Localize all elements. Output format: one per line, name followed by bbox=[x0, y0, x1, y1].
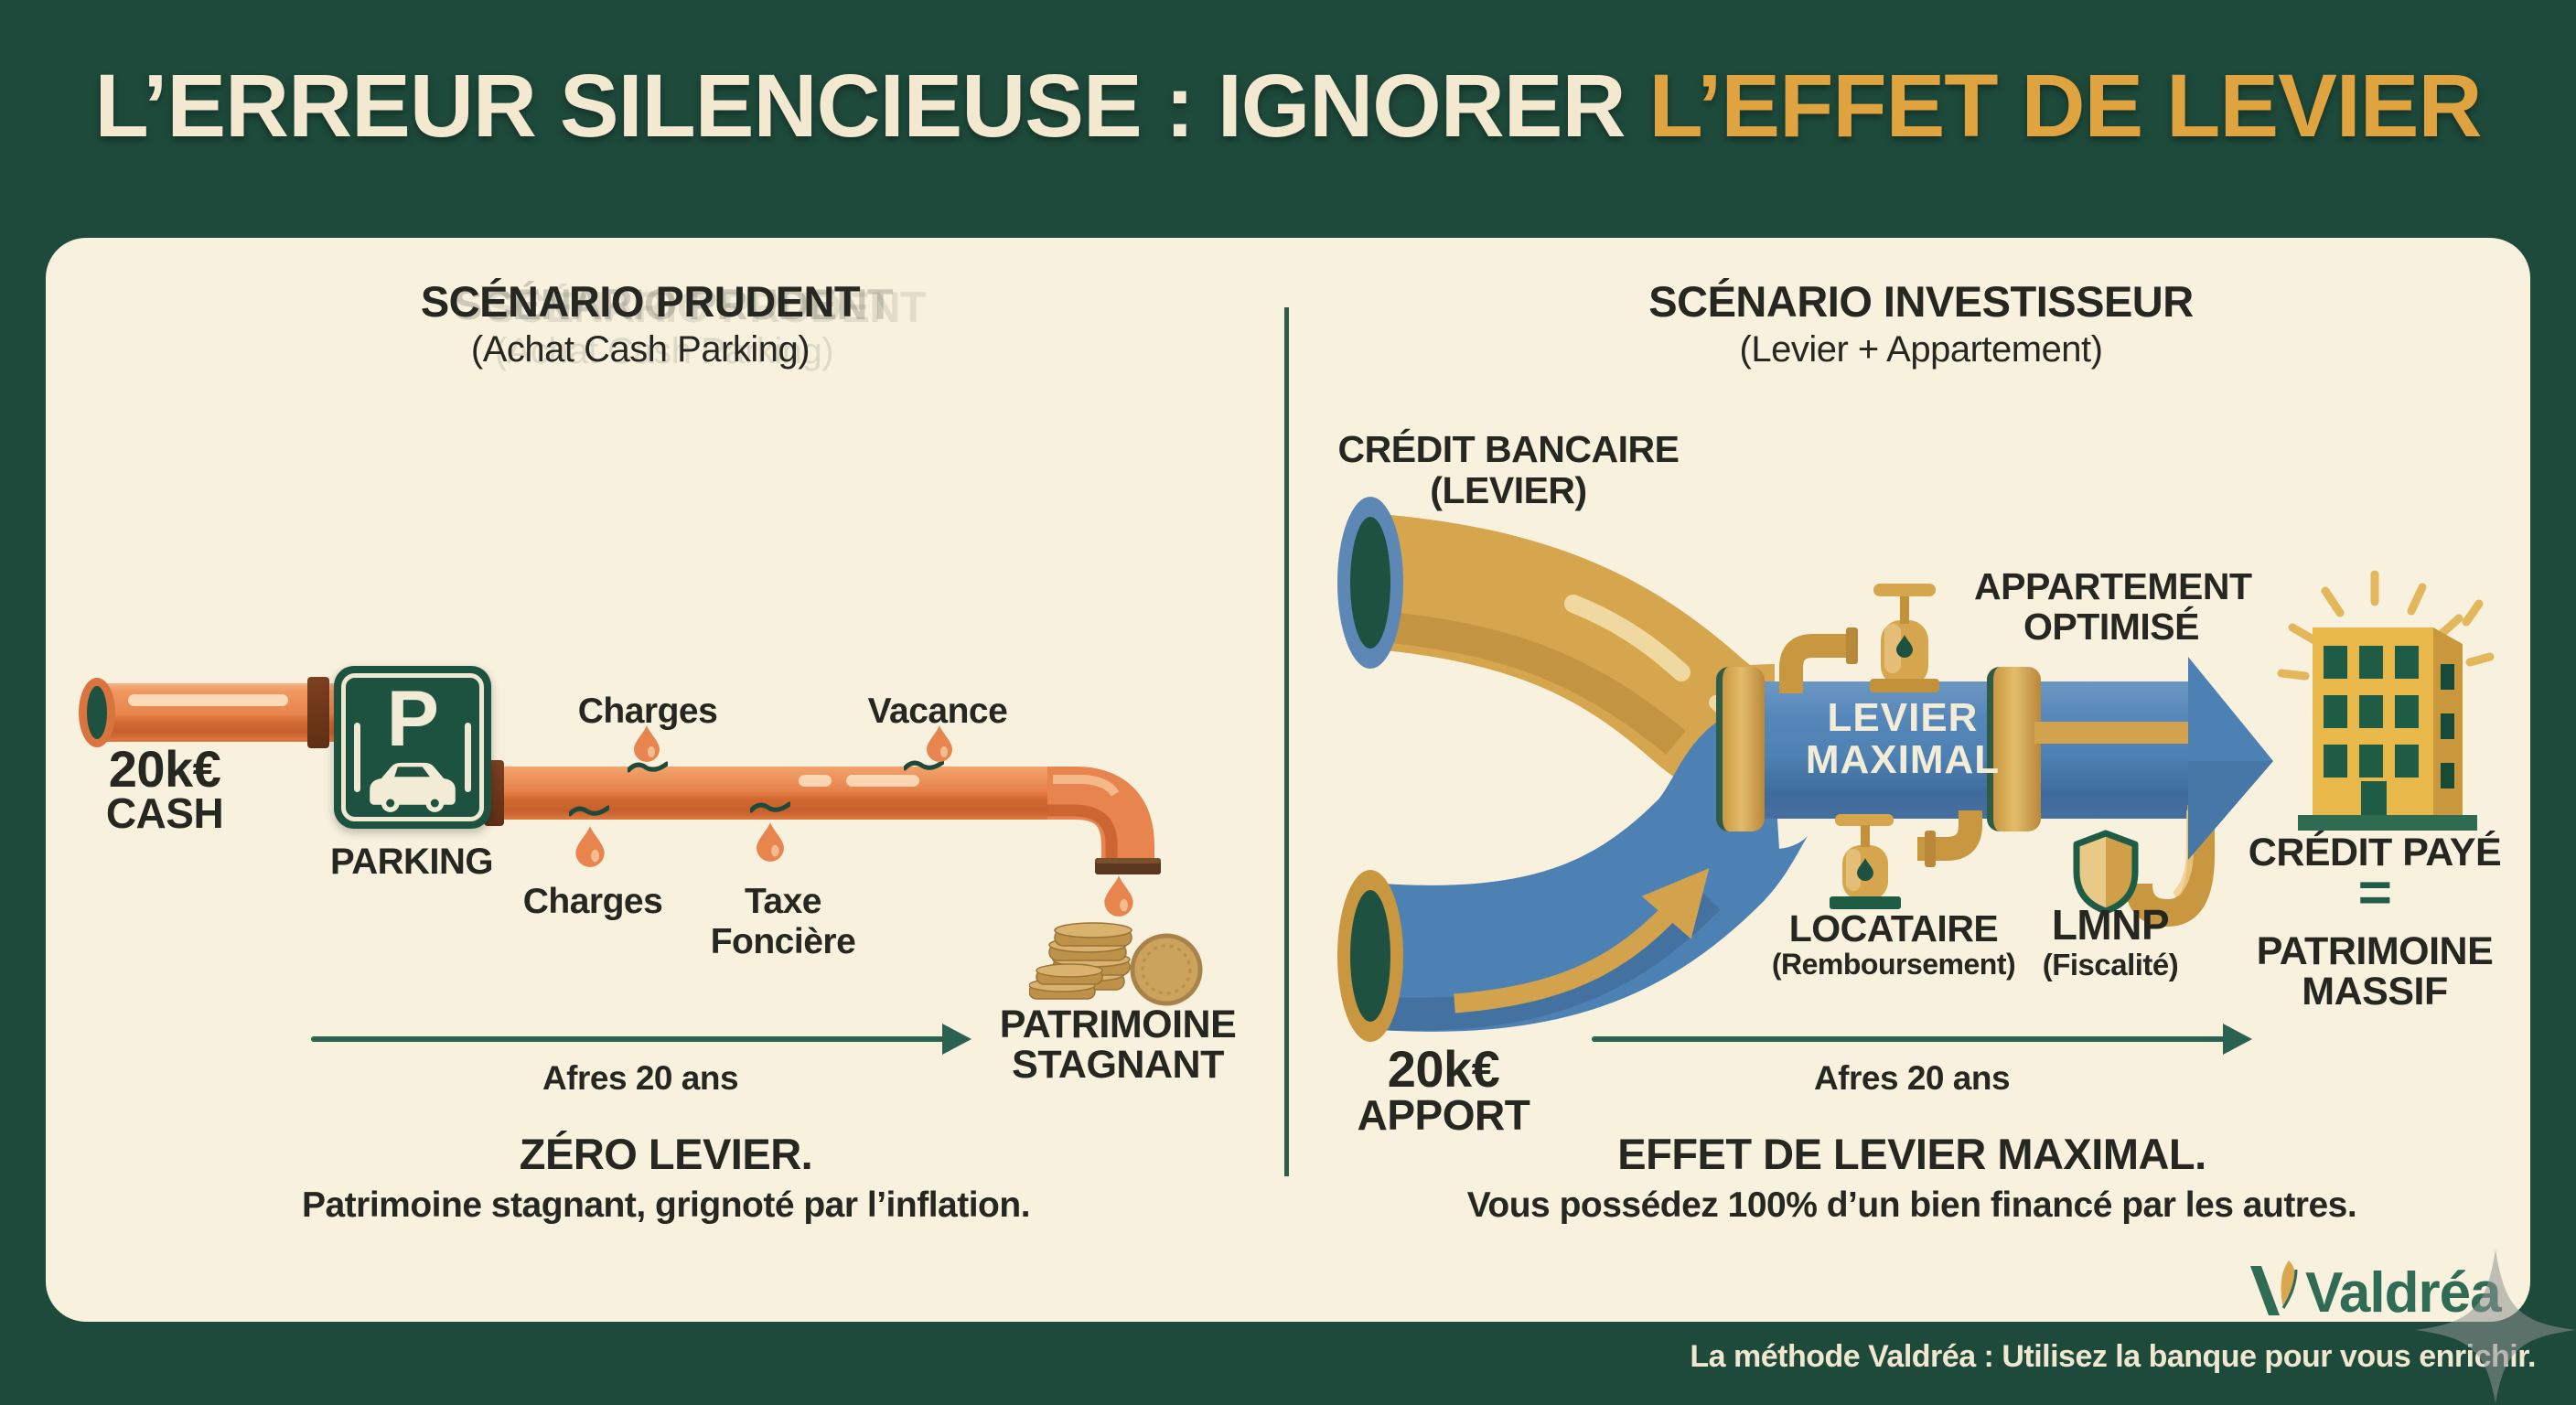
left-verdict-text: Patrimoine stagnant, grignoté par l’infl… bbox=[301, 1185, 1031, 1225]
credit-paye-label: CRÉDIT PAYÉ bbox=[2248, 831, 2502, 874]
credit-bancaire-label-line2: (LEVIER) bbox=[1430, 469, 1587, 511]
apartment-label-line2: OPTIMISÉ bbox=[2023, 606, 2199, 648]
page-title-highlight: L’EFFET DE LEVIER bbox=[1648, 56, 2483, 156]
leak-label-taxe-line2: Foncière bbox=[710, 922, 856, 961]
cash-pipe-thick bbox=[95, 683, 335, 742]
leak-drop-icon bbox=[634, 725, 660, 762]
left-verdict-title: ZÉRO LEVIER. bbox=[519, 1130, 813, 1178]
right-verdict-title: EFFET DE LEVIER MAXIMAL. bbox=[1617, 1130, 2206, 1178]
leak-pipe-elbow-icon bbox=[1047, 767, 1161, 874]
lmnp-sublabel: (Fiscalité) bbox=[2042, 948, 2179, 981]
valve-bottom-icon bbox=[1830, 810, 1982, 909]
leak-label-charges-bottom: Charges bbox=[522, 882, 663, 921]
footer-tagline: La méthode Valdréa : Utilisez la banque … bbox=[1690, 1339, 2536, 1374]
cash-pipe-highlight bbox=[128, 694, 288, 706]
parking-label: PARKING bbox=[330, 842, 493, 882]
left-result-line2: STAGNANT bbox=[1012, 1043, 1224, 1087]
valdrea-logo-icon bbox=[2250, 1260, 2298, 1315]
left-scenario-subheading: (Achat Cash Parking) bbox=[470, 329, 810, 370]
main-blue-pipe bbox=[1755, 681, 2190, 819]
right-scenario-heading: SCÉNARIO INVESTISSEUR bbox=[1648, 277, 2194, 326]
watermark-sparkle-icon bbox=[2415, 1249, 2576, 1403]
credit-bancaire-label-line1: CRÉDIT BANCAIRE bbox=[1337, 428, 1680, 470]
apartment-label-line1: APPARTEMENT bbox=[1974, 565, 2252, 607]
patrimoine-massif-line1: PATRIMOINE bbox=[2256, 929, 2494, 973]
apport-label: APPORT bbox=[1357, 1091, 1530, 1139]
left-scenario-heading: SCÉNARIO PRUDENT bbox=[420, 277, 861, 326]
spout-drop-icon bbox=[1104, 875, 1133, 917]
crack-icon bbox=[904, 759, 944, 771]
pipe-collar-junction bbox=[1716, 667, 1765, 831]
left-result-line1: PATRIMOINE bbox=[999, 1003, 1237, 1046]
parking-sign: P bbox=[334, 666, 491, 829]
right-verdict-text: Vous possédez 100% d’un bien financé par… bbox=[1466, 1185, 2357, 1225]
leak-label-taxe-line1: Taxe bbox=[745, 882, 822, 921]
crack-icon bbox=[750, 801, 790, 813]
cash-label: CASH bbox=[105, 789, 224, 837]
right-scenario-subheading: (Levier + Appartement) bbox=[1739, 329, 2104, 370]
leak-drop-icon bbox=[927, 725, 952, 762]
main-pipe-label-line2: MAXIMAL bbox=[1805, 737, 2001, 782]
parking-lane-mark bbox=[354, 723, 360, 792]
lmnp-label: LMNP bbox=[2051, 901, 2170, 949]
locataire-sublabel: (Remboursement) bbox=[1771, 948, 2016, 981]
right-timeline-arrowhead-icon bbox=[2223, 1024, 2252, 1055]
leak-label-charges-top: Charges bbox=[577, 692, 718, 731]
patrimoine-massif-line2: MASSIF bbox=[2302, 970, 2448, 1014]
apport-value: 20k€ bbox=[1387, 1040, 1500, 1098]
equals-sign: = bbox=[2357, 860, 2392, 924]
blue-arrowhead-icon bbox=[2188, 657, 2273, 860]
cash-pipe-collar bbox=[307, 677, 329, 748]
parking-sign-letter: P bbox=[386, 675, 439, 763]
left-timeline-arrow bbox=[311, 1036, 944, 1042]
parking-lane-mark bbox=[465, 723, 471, 792]
shield-icon bbox=[2073, 830, 2139, 915]
right-timeline-label: Afres 20 ans bbox=[1813, 1059, 2011, 1097]
left-timeline-arrowhead-icon bbox=[942, 1024, 971, 1055]
locataire-label: LOCATAIRE bbox=[1788, 907, 1999, 949]
page-title: L’ERREUR SILENCIEUSE : IGNORER L’EFFET D… bbox=[0, 59, 2576, 153]
panel-divider bbox=[1284, 307, 1289, 1176]
leak-pipe-shine-2 bbox=[846, 775, 919, 787]
coins-icon bbox=[1029, 922, 1203, 1006]
crack-icon bbox=[569, 805, 609, 817]
leak-drop-icon bbox=[757, 822, 784, 862]
main-pipe-label-line1: LEVIER bbox=[1827, 695, 1979, 740]
leak-drop-icon bbox=[575, 826, 605, 867]
gold-flow-arrow bbox=[2034, 722, 2201, 744]
pipe-collar-second bbox=[1987, 667, 2041, 831]
parking-sign-border bbox=[341, 673, 484, 821]
cash-value: 20k€ bbox=[108, 740, 221, 798]
page-title-normal: L’ERREUR SILENCIEUSE : IGNORER bbox=[94, 56, 1649, 156]
valve-top-icon bbox=[1779, 584, 1939, 693]
crack-icon bbox=[628, 761, 668, 773]
car-icon bbox=[370, 762, 456, 812]
right-timeline-arrow bbox=[1592, 1036, 2225, 1042]
leak-label-vacance: Vacance bbox=[867, 692, 1008, 731]
cash-pipe-opening-icon bbox=[79, 678, 115, 747]
left-timeline-label: Afres 20 ans bbox=[542, 1059, 739, 1097]
leak-pipe-shine-1 bbox=[799, 775, 832, 787]
building-icon bbox=[2277, 570, 2495, 831]
